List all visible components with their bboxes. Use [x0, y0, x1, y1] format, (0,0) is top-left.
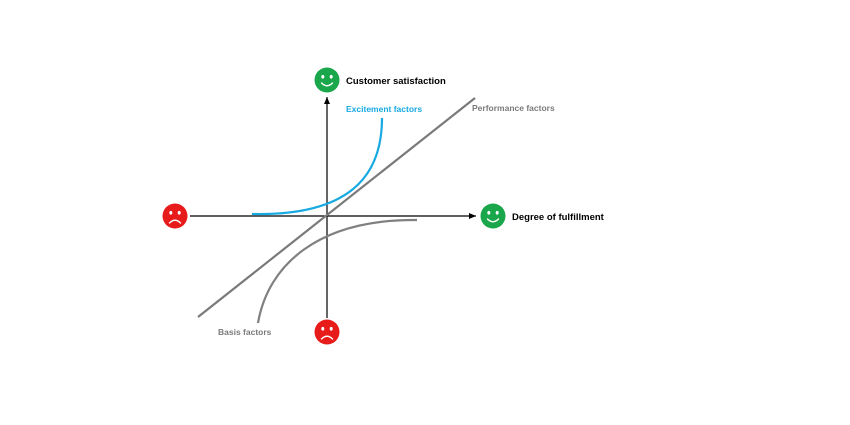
excitement-factors-curve — [251, 117, 384, 216]
frown-bottom-icon — [314, 319, 340, 345]
y-axis-label: Customer satisfaction — [346, 76, 446, 87]
excitement-factors-label: Excitement factors — [346, 104, 422, 114]
smiley-top-icon — [314, 67, 340, 93]
x-axis-label: Degree of fulfillment — [512, 212, 605, 223]
performance-factors-label: Performance factors — [472, 103, 555, 113]
smiley-right-icon — [480, 203, 506, 229]
performance-factors-line — [197, 97, 476, 318]
basis-factors-curve — [256, 218, 418, 324]
basis-factors-label: Basis factors — [218, 327, 272, 337]
frown-left-icon — [162, 203, 188, 229]
